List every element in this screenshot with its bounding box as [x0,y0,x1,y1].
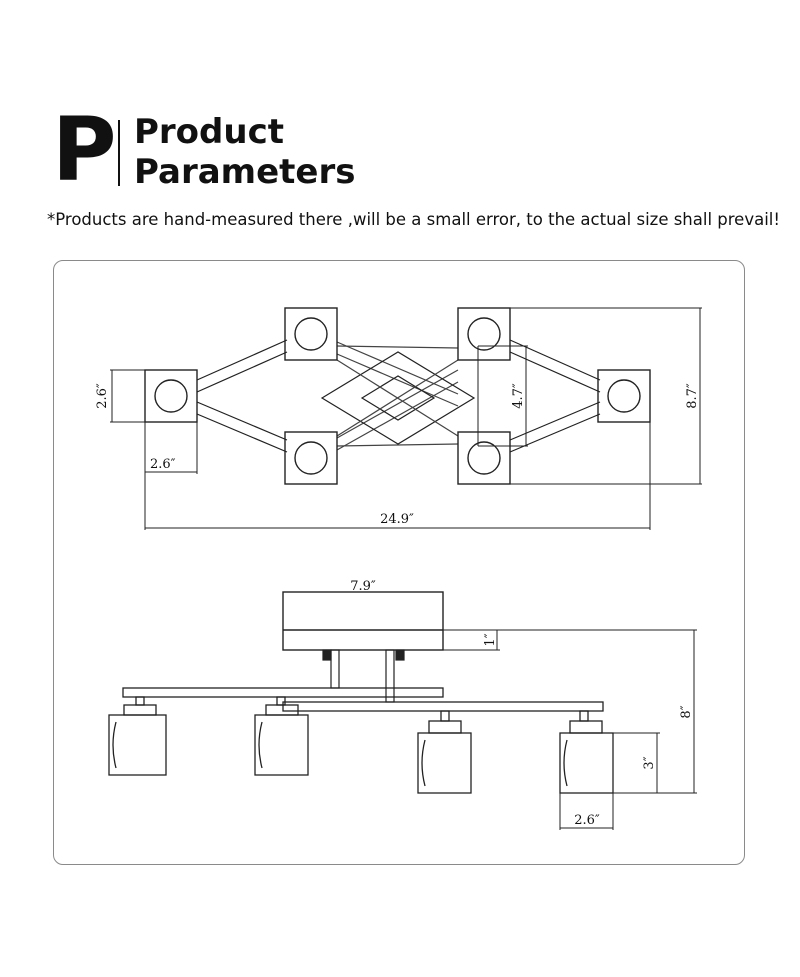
top-view-shades [144,307,651,485]
dimension-labels: 2.6″ 2.6″ 4.7″ 8.7″ 24.9″ 7.9″ 1″ 8″ 3″ … [95,383,700,828]
side-view-dimensions [443,629,697,830]
dim-shade-width-side: 2.6″ [574,813,600,828]
measurement-note: *Products are hand-measured there ,will … [47,210,780,229]
dim-total-width: 24.9″ [380,512,414,527]
dim-shade-height-side: 3″ [642,756,657,769]
dim-inner-height: 4.7″ [511,383,526,409]
header-letter: P [52,98,117,201]
page-title: Product Parameters [134,112,355,192]
top-view-arms [196,339,601,453]
top-view-dimensions [110,307,702,530]
header-divider [118,120,120,186]
dim-shade-height-top: 2.6″ [95,383,110,409]
diagram-panel [53,260,745,865]
dim-total-height-top: 8.7″ [685,383,700,409]
side-view-stems [322,649,405,703]
dim-total-height-side: 8″ [679,705,694,718]
side-view-bars [122,687,604,712]
side-view-canopy [282,591,444,651]
title-line-1: Product [134,112,284,152]
dim-canopy-height: 1″ [483,633,498,646]
side-view-shades [108,696,614,794]
title-line-2: Parameters [134,152,356,192]
dim-shade-width-top: 2.6″ [150,457,176,472]
dim-canopy-width: 7.9″ [350,579,376,594]
